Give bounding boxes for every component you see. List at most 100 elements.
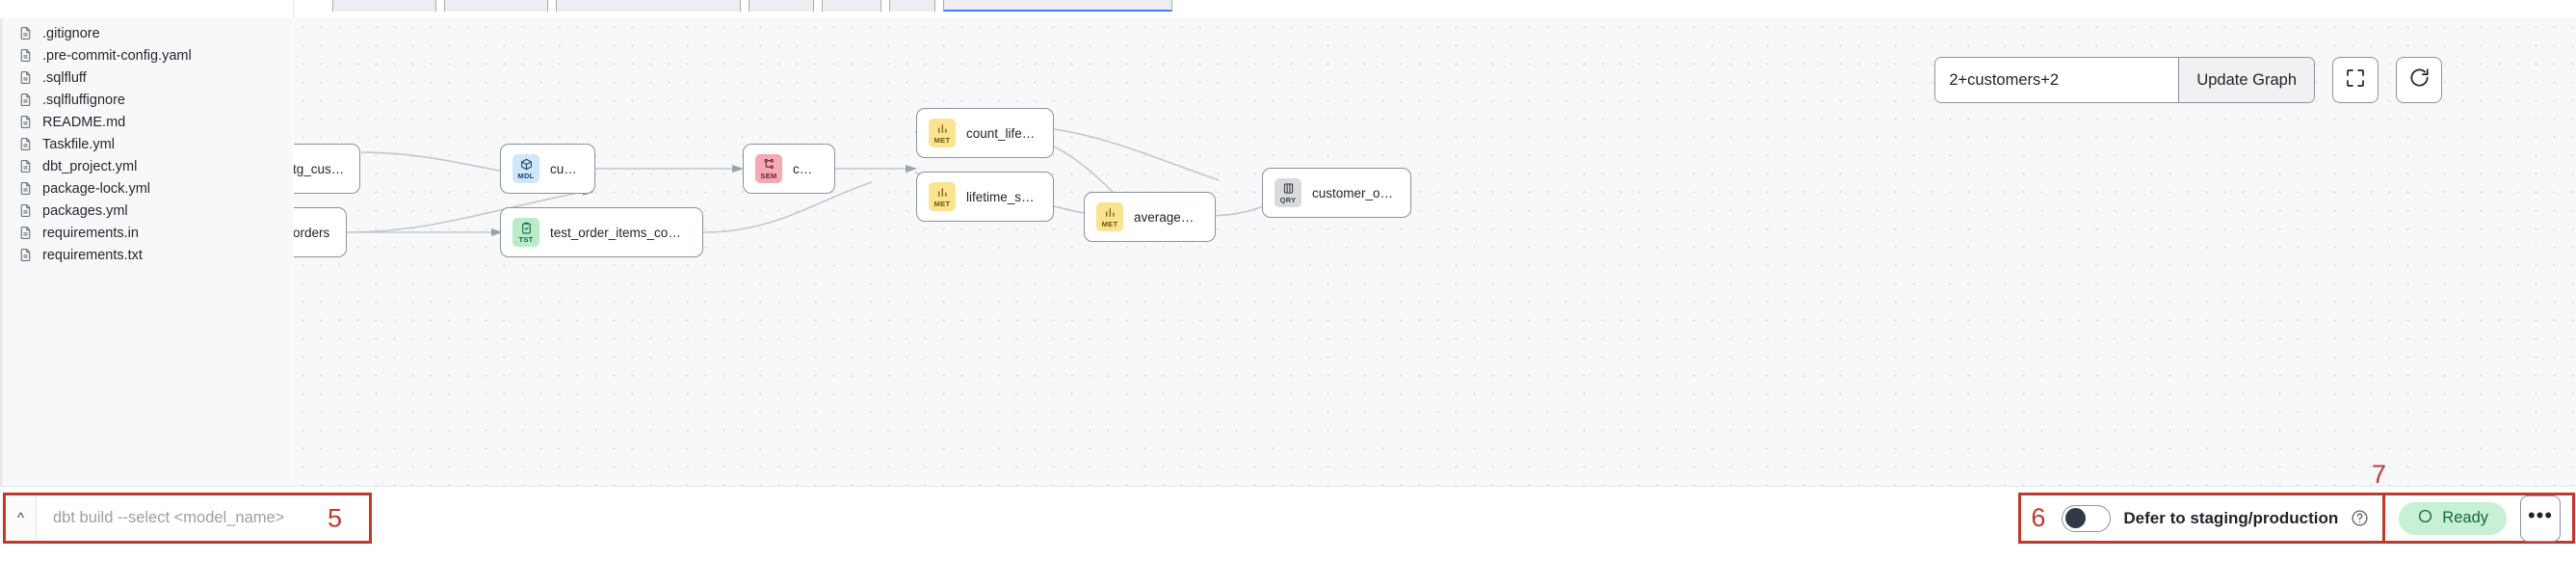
file-row-sqlfluff[interactable]: .sqlfluff	[0, 67, 293, 89]
question-circle-icon[interactable]	[2351, 509, 2369, 527]
graph-node-customers-model[interactable]: MDL customers	[500, 144, 595, 194]
graph-selector-input[interactable]: 2+customers+2	[1935, 58, 2179, 102]
graph-node-lifetime-spend-pretax[interactable]: MET lifetime_spend_pretax	[916, 172, 1054, 222]
status-badge[interactable]: Ready	[2399, 501, 2507, 535]
graph-node-customer-order-metrics[interactable]: QRY customer_order_metrics	[1262, 168, 1411, 218]
file-row-requirements-in[interactable]: requirements.in	[0, 222, 293, 244]
editor-tab-5[interactable]	[822, 0, 881, 12]
fullscreen-icon	[2345, 67, 2366, 94]
graph-node-count-lifetime-orders[interactable]: MET count_lifetime_orders	[916, 108, 1054, 158]
lineage-graph-canvas[interactable]: 2+customers+2 Update Graph	[294, 18, 2576, 486]
fullscreen-button[interactable]	[2332, 57, 2379, 103]
explorer-scroll-shadow	[0, 0, 4, 486]
graph-node-stg-customers[interactable]: tg_customers	[294, 144, 360, 194]
file-row-dbt-project-yml[interactable]: dbt_project.yml	[0, 155, 293, 177]
command-bar-region: ^ dbt build --select <model_name> 5	[3, 493, 372, 544]
file-icon	[17, 114, 34, 130]
update-graph-button[interactable]: Update Graph	[2178, 58, 2314, 102]
tst-badge: TST	[513, 218, 539, 247]
graph-toolbar: 2+customers+2 Update Graph	[1934, 57, 2442, 103]
defer-toggle[interactable]	[2062, 504, 2112, 532]
file-name: .gitignore	[42, 25, 100, 41]
graph-node-average-order-value[interactable]: MET average_order_value	[1084, 192, 1216, 242]
sem-badge-text: SEM	[760, 171, 777, 180]
defer-toggle-region: 6 Defer to staging/production	[2018, 493, 2386, 544]
refresh-button[interactable]	[2396, 57, 2442, 103]
file-row-requirements-txt[interactable]: requirements.txt	[0, 244, 293, 266]
tst-badge-text: TST	[518, 234, 534, 244]
status-label: Ready	[2442, 509, 2488, 526]
graph-node-label: tg_customers	[294, 161, 348, 176]
bottom-right-region: 7 6 Defer to staging/production	[2018, 462, 2575, 544]
file-explorer-panel: target.gitignore.pre-commit-config.yaml.…	[0, 0, 293, 486]
command-input[interactable]: dbt build --select <model_name>	[37, 495, 369, 541]
file-name: requirements.in	[42, 225, 139, 241]
file-name: .sqlfluff	[42, 69, 87, 86]
graph-node-stg-orders[interactable]: orders	[294, 207, 347, 257]
graph-node-label: customers	[550, 161, 579, 176]
graph-node-label: test_order_items_compute_to_bools...	[550, 225, 687, 240]
graph-node-label: average_order_value	[1134, 209, 1199, 225]
file-name: .sqlfluffignore	[42, 92, 125, 108]
met-badge-text: MET	[933, 135, 951, 145]
file-row-pre-commit-config-yaml[interactable]: .pre-commit-config.yaml	[0, 44, 293, 67]
bottom-status-bar: ^ dbt build --select <model_name> 5 7 6 …	[0, 462, 2576, 561]
annotation-marker-6: 6	[2031, 503, 2046, 532]
file-icon	[17, 69, 34, 86]
file-icon	[17, 180, 34, 197]
editor-tab-active[interactable]	[943, 0, 1172, 12]
file-row-readme-md[interactable]: README.md	[0, 111, 293, 133]
qry-badge-text: QRY	[1279, 195, 1297, 204]
defer-label: Defer to staging/production	[2123, 508, 2339, 527]
file-icon	[17, 92, 34, 108]
graph-node-test-order-items[interactable]: TST test_order_items_compute_to_bools...	[500, 207, 703, 257]
mdl-badge-text: MDL	[517, 171, 535, 180]
chevron-up-icon[interactable]: ^	[6, 495, 37, 541]
file-row-gitignore[interactable]: .gitignore	[0, 22, 293, 44]
file-list: target.gitignore.pre-commit-config.yaml.…	[0, 0, 293, 266]
annotation-marker-5: 5	[327, 503, 342, 532]
qry-badge: QRY	[1275, 178, 1301, 207]
met-badge: MET	[929, 182, 956, 211]
file-icon	[17, 247, 34, 263]
file-row-packages-yml[interactable]: packages.yml	[0, 200, 293, 222]
editor-tab-4[interactable]	[749, 0, 814, 12]
file-name: packages.yml	[42, 202, 128, 219]
mdl-badge: MDL	[513, 154, 539, 183]
file-row-sqlfluffignore[interactable]: .sqlfluffignore	[0, 89, 293, 111]
graph-node-label: lifetime_spend_pretax	[966, 189, 1038, 204]
graph-node-label: customer_order_metrics	[1312, 185, 1395, 200]
more-options-button[interactable]: •••	[2520, 494, 2561, 542]
editor-tab-1[interactable]	[332, 0, 436, 12]
status-circle-icon	[2417, 508, 2433, 529]
graph-node-label: orders	[294, 225, 330, 240]
met-badge: MET	[929, 119, 956, 147]
file-name: Taskfile.yml	[42, 136, 115, 152]
file-name: .pre-commit-config.yaml	[42, 47, 192, 64]
file-name: README.md	[42, 114, 126, 130]
met-badge-text: MET	[1101, 219, 1118, 228]
editor-tab-6[interactable]	[889, 0, 935, 12]
sem-badge: SEM	[755, 154, 782, 183]
graph-node-label: customers	[793, 161, 819, 176]
file-name: dbt_project.yml	[42, 158, 138, 174]
file-icon	[17, 136, 34, 152]
met-badge: MET	[1096, 202, 1123, 231]
file-icon	[17, 47, 34, 64]
editor-tab-3[interactable]	[556, 0, 741, 12]
graph-node-customers-semantic[interactable]: SEM customers	[743, 144, 835, 194]
status-region: Ready •••	[2385, 493, 2575, 544]
file-name: package-lock.yml	[42, 180, 151, 197]
explorer-tab-strip	[0, 0, 294, 18]
graph-node-label: count_lifetime_orders	[966, 125, 1038, 141]
editor-tabs	[332, 0, 1180, 12]
annotation-marker-7: 7	[2371, 460, 2386, 489]
file-row-taskfile-yml[interactable]: Taskfile.yml	[0, 133, 293, 155]
file-name: requirements.txt	[42, 247, 143, 263]
toggle-knob	[2065, 508, 2087, 528]
file-icon	[17, 25, 34, 41]
refresh-icon	[2408, 67, 2431, 94]
editor-tab-2[interactable]	[444, 0, 548, 12]
file-row-package-lock-yml[interactable]: package-lock.yml	[0, 177, 293, 200]
